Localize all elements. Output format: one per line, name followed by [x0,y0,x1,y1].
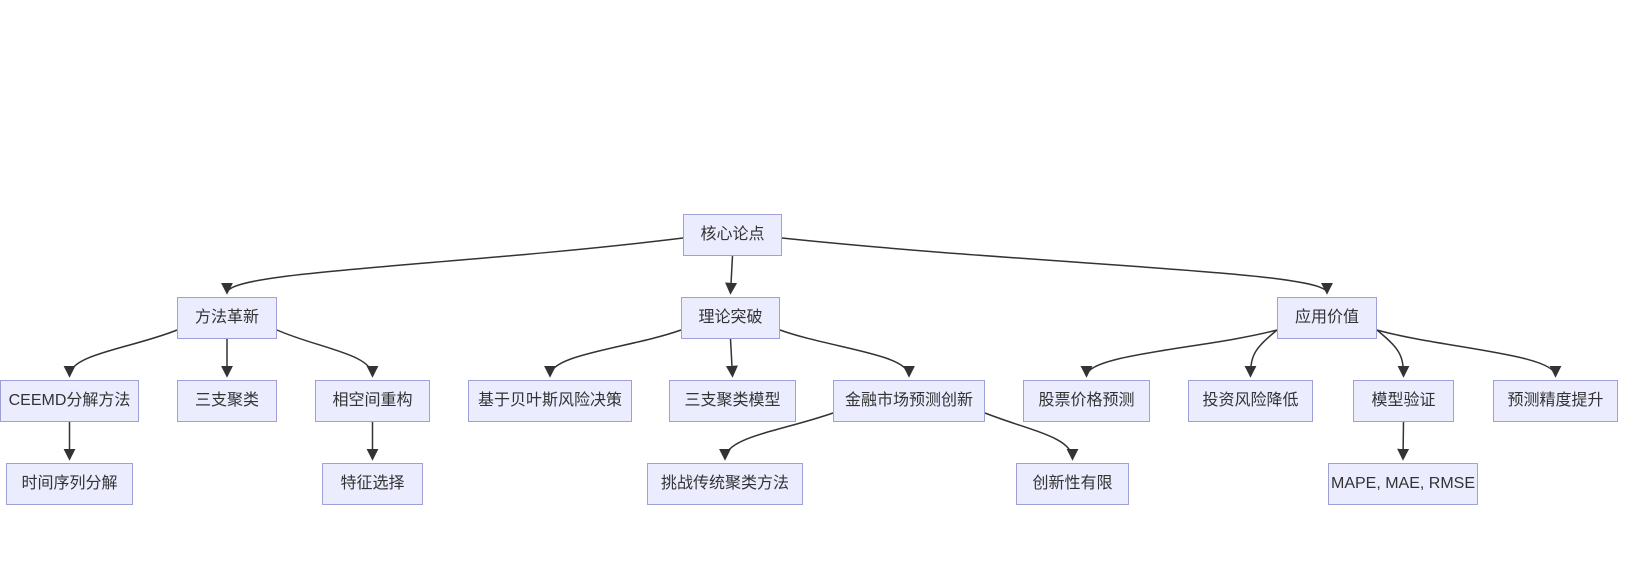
node-label: 金融市场预测创新 [844,392,973,409]
node-label: 基于贝叶斯风险决策 [477,392,622,409]
node-label: 投资风险降低 [1202,392,1299,409]
edge-value-stock [1080,329,1278,378]
node-label: 预测精度提升 [1507,392,1604,409]
edge-method-ceemd [63,329,178,378]
edge-theory-bayes [544,329,682,378]
edge-value-risk [1244,329,1278,378]
node-method: 方法革新 [177,297,277,339]
edge-value-validate [1376,329,1410,378]
node-label: 时间序列分解 [21,475,118,492]
node-label: CEEMD分解方法 [8,392,131,409]
edge-validate-metrics [1397,421,1410,461]
node-label: 相空间重构 [332,392,413,409]
edge-finance-challenge [719,412,834,461]
node-validate: 模型验证 [1353,380,1454,422]
node-label: 模型验证 [1371,392,1436,409]
node-core: 核心论点 [683,214,782,256]
node-label: 三支聚类模型 [684,392,781,409]
edge-core-value [781,237,1333,295]
node-label: 应用价值 [1294,309,1359,326]
node-metrics: MAPE, MAE, RMSE [1328,463,1478,505]
node-label: 三支聚类 [194,392,259,409]
edge-method-phase [276,329,379,378]
node-label: 创新性有限 [1032,475,1113,492]
node-ceemd: CEEMD分解方法 [0,380,139,422]
node-feature: 特征选择 [322,463,423,505]
node-model3w: 三支聚类模型 [669,380,796,422]
edge-theory-finance [779,329,915,378]
node-finance: 金融市场预测创新 [833,380,985,422]
node-stock: 股票价格预测 [1023,380,1150,422]
node-label: 特征选择 [340,475,405,492]
node-timeseries: 时间序列分解 [6,463,133,505]
node-limited: 创新性有限 [1016,463,1129,505]
node-label: 理论突破 [698,309,763,326]
node-theory: 理论突破 [681,297,780,339]
node-label: MAPE, MAE, RMSE [1330,475,1476,492]
node-label: 核心论点 [700,226,765,243]
edge-core-theory [725,255,738,295]
edge-core-method [221,237,684,295]
node-phase: 相空间重构 [315,380,430,422]
node-label: 挑战传统聚类方法 [660,475,789,492]
node-threeway: 三支聚类 [177,380,277,422]
node-accuracy: 预测精度提升 [1493,380,1618,422]
node-label: 股票价格预测 [1038,392,1135,409]
node-risk: 投资风险降低 [1188,380,1313,422]
node-label: 方法革新 [194,309,259,326]
edge-theory-model3w [725,338,738,378]
node-challenge: 挑战传统聚类方法 [647,463,803,505]
node-bayes: 基于贝叶斯风险决策 [468,380,632,422]
edge-value-accuracy [1376,329,1562,378]
edge-finance-limited [984,412,1079,461]
node-value: 应用价值 [1277,297,1377,339]
